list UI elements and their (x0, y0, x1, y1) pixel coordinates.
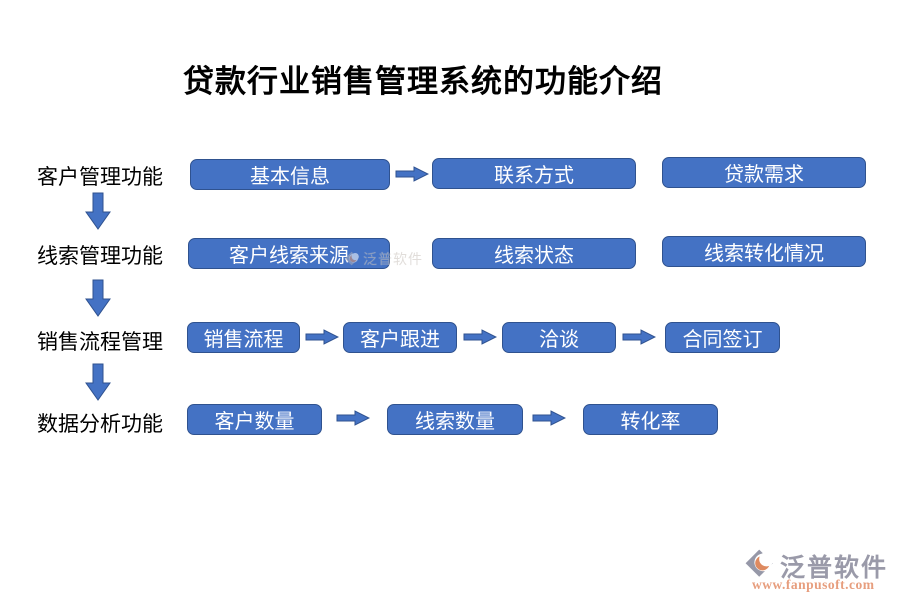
watermark-inline-brand: 泛普软件 (363, 253, 423, 268)
watermark-inline: 泛普软件 (344, 249, 423, 269)
flow-box-sales-process: 销售流程 (187, 322, 300, 353)
flow-box-contract-signing: 合同签订 (665, 322, 780, 353)
flow-box-lead-conversion: 线索转化情况 (662, 236, 866, 267)
right-arrow-icon (305, 329, 339, 345)
right-arrow-icon (463, 329, 497, 345)
watermark-footer: 泛普软件 www.fanpusoft.com (742, 547, 898, 595)
right-arrow-icon (532, 410, 566, 426)
flow-box-customer-count: 客户数量 (187, 404, 322, 435)
right-arrow-icon (395, 166, 429, 182)
watermark-url: www.fanpusoft.com (752, 577, 875, 592)
page-title: 贷款行业销售管理系统的功能介绍 (183, 64, 663, 99)
row-label-sales-process: 销售流程管理 (37, 330, 163, 354)
flow-box-customer-follow-up: 客户跟进 (343, 322, 457, 353)
flow-box-loan-demand: 贷款需求 (662, 157, 866, 188)
right-arrow-icon (622, 329, 656, 345)
flow-box-lead-count: 线索数量 (387, 404, 523, 435)
fanpu-logo-icon (745, 549, 774, 577)
flow-box-basic-info: 基本信息 (190, 159, 390, 190)
down-arrow-icon (85, 279, 111, 317)
row-label-lead-management: 线索管理功能 (37, 244, 163, 268)
row-label-data-analysis: 数据分析功能 (37, 412, 163, 436)
flow-box-lead-status: 线索状态 (432, 238, 636, 269)
row-label-customer-management: 客户管理功能 (37, 165, 163, 189)
down-arrow-icon (85, 192, 111, 230)
flow-box-contact-method: 联系方式 (432, 158, 636, 189)
flow-box-conversion-rate: 转化率 (583, 404, 718, 435)
fanpu-logo-icon (344, 251, 359, 266)
flow-box-negotiation: 洽谈 (502, 322, 616, 353)
down-arrow-icon (85, 363, 111, 401)
right-arrow-icon (336, 410, 370, 426)
watermark-brand: 泛普软件 (780, 555, 889, 582)
